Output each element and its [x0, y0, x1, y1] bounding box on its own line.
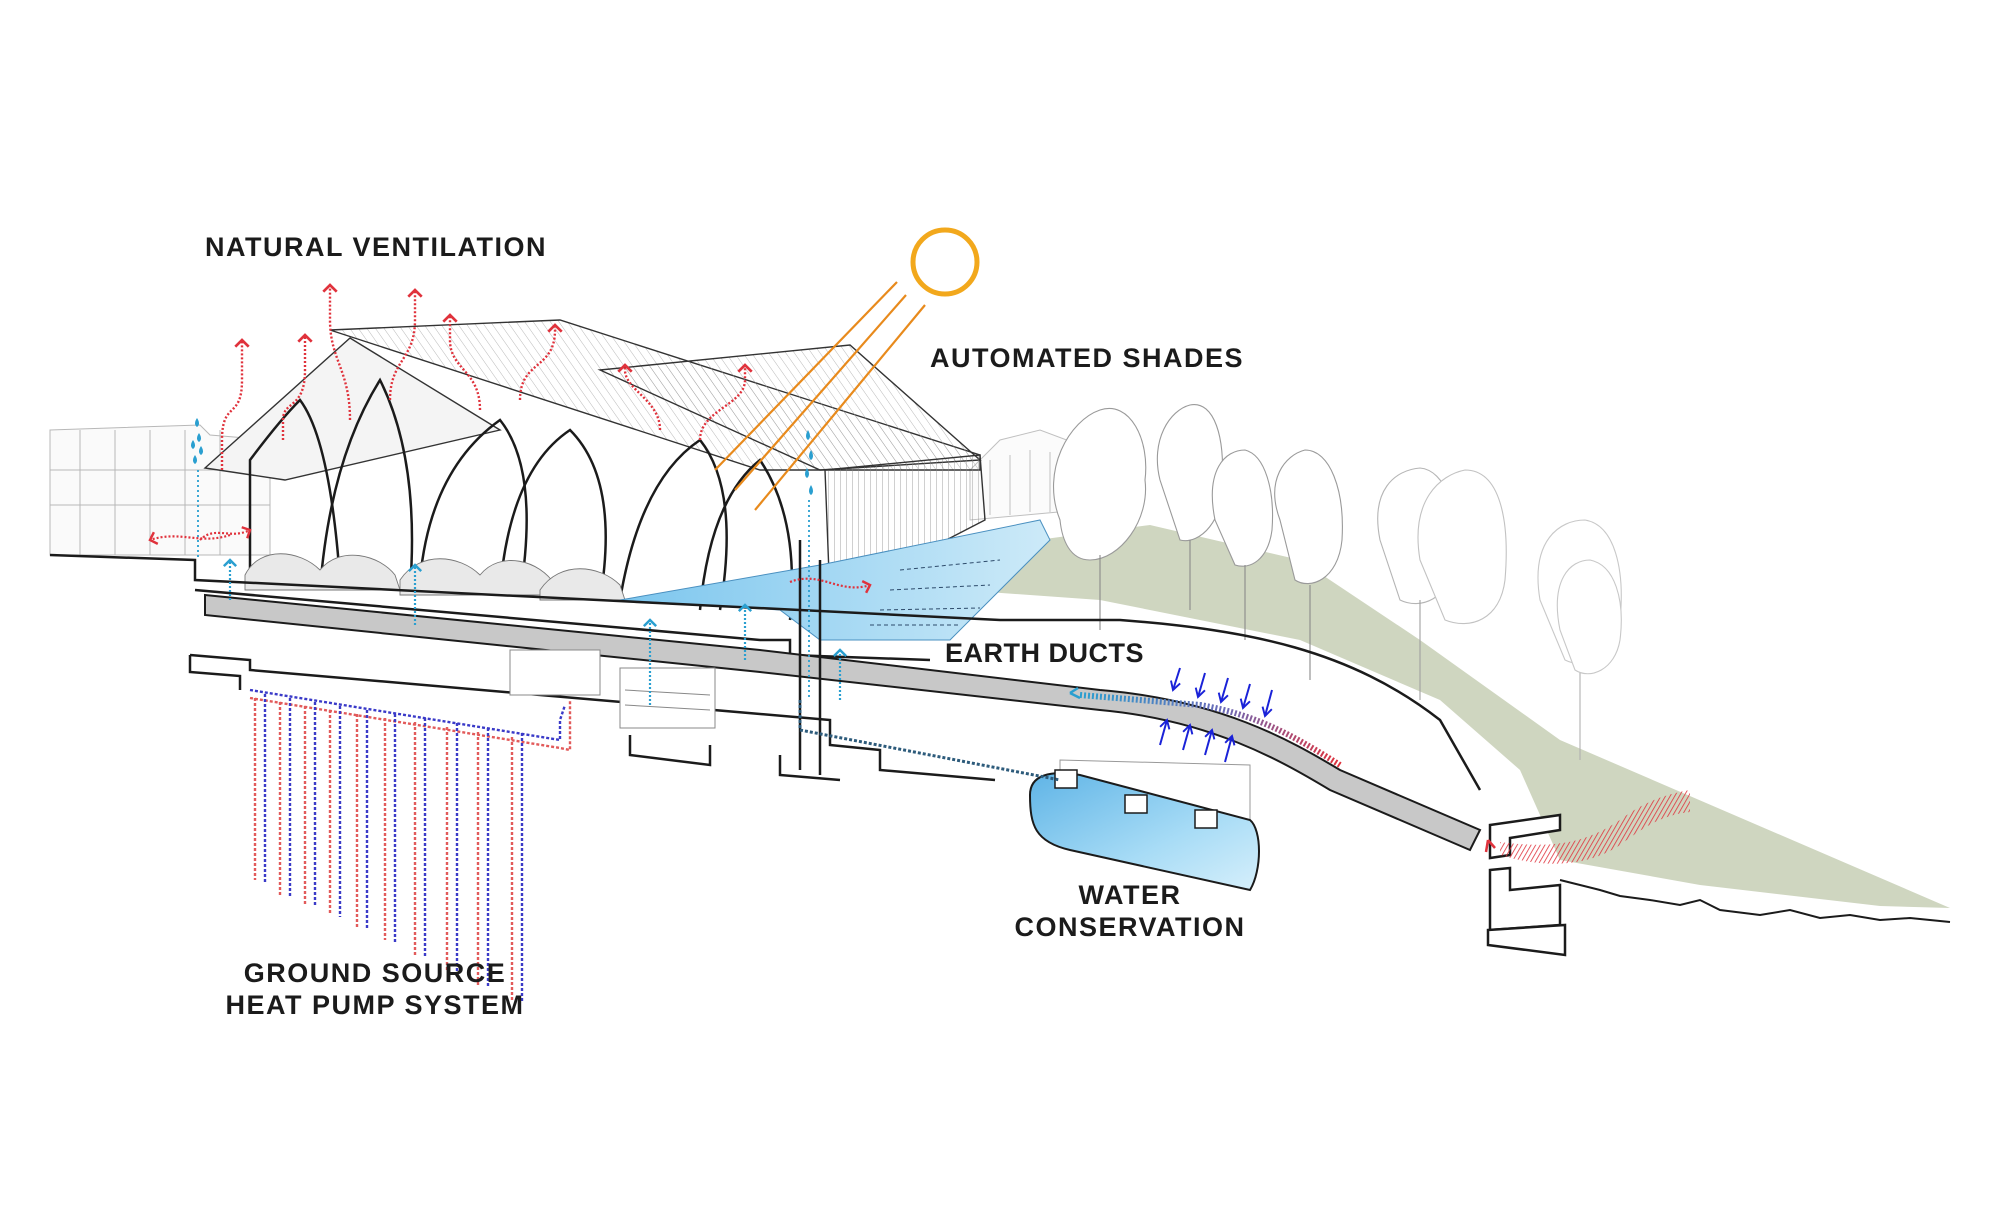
warm-air-arrow-icon [442, 313, 482, 411]
cool-air-arrow-icon [1069, 686, 1081, 700]
sun-ray-icon [734, 294, 907, 491]
sun-ray-icon [754, 304, 926, 511]
warm-air-arrow-icon [698, 363, 753, 441]
mechanical-equipment [509, 649, 716, 729]
greenhouse-roof [203, 319, 982, 481]
ground-source-heat-pump-loops [249, 688, 572, 1002]
rain-drop-icon [191, 440, 195, 449]
warm-air-arrow-icon [617, 363, 662, 431]
warm-air-arrow-icon [322, 283, 352, 421]
sun-icon [910, 227, 980, 297]
earth-cooling-arrows [1159, 667, 1273, 763]
rain-drop-icon [197, 433, 201, 442]
rain-drop-icon [199, 446, 203, 455]
label-ground-source-line2: HEAT PUMP SYSTEM [225, 989, 525, 1020]
earth-cooling-arrow-icon [1182, 723, 1194, 751]
earth-cooling-arrow-icon [1261, 689, 1273, 718]
warm-air-arrow-icon [148, 531, 231, 546]
warm-air-stacks [220, 283, 753, 470]
label-ground-source-line1: GROUND SOURCE [243, 958, 507, 988]
intake-air-stream [1500, 790, 1690, 864]
earth-cooling-arrow-icon [1217, 677, 1229, 704]
label-water-conservation: WATER CONSERVATION [1010, 880, 1250, 944]
warm-air-arrow-icon [789, 577, 872, 594]
warm-air-arrow-icon [518, 323, 563, 401]
rain-drop-icon [195, 418, 199, 427]
rainwater-cistern [1028, 759, 1260, 892]
warm-air-arrow-icon [199, 526, 252, 541]
label-water-conservation-line2: CONSERVATION [1014, 911, 1246, 942]
rain-drops [191, 418, 813, 495]
grass-slope [960, 525, 1950, 908]
sun-ray-icon [714, 281, 898, 471]
label-automated-shades: AUTOMATED SHADES [930, 343, 1245, 373]
cistern-supply-pipe [798, 700, 1061, 782]
soil-edge [1559, 879, 1951, 923]
label-natural-ventilation: NATURAL VENTILATION [205, 232, 547, 262]
label-earth-ducts: EARTH DUCTS [945, 638, 1144, 668]
reflecting-pool [619, 519, 1051, 641]
earth-cooling-arrow-icon [1159, 718, 1171, 746]
earth-cooling-arrow-icon [1170, 667, 1181, 692]
greenhouse-arches [248, 377, 794, 621]
low-level-warm-air [148, 526, 872, 594]
rain-drop-icon [193, 455, 197, 464]
trees [1053, 404, 1622, 760]
earth-cooling-arrow-icon [1239, 683, 1251, 710]
earth-cooling-arrow-icon [1194, 672, 1206, 699]
rain-drop-icon [809, 450, 813, 460]
earth-cooling-arrow-icon [1224, 734, 1236, 763]
rain-drop-icon [809, 485, 813, 495]
earth-duct-airflow [1079, 692, 1342, 768]
warm-air-arrow-icon [388, 288, 423, 401]
label-water-conservation-line1: WATER [1078, 880, 1182, 910]
cool-air-risers [222, 558, 848, 705]
rain-drop-icon [806, 430, 810, 440]
pool-ripples [870, 559, 1001, 626]
rain-drop-icon [805, 468, 809, 478]
basement-level [188, 540, 996, 782]
rainwater-downpipes [197, 470, 810, 700]
warm-air-arrow-icon [1484, 839, 1496, 853]
warm-air-arrow-icon [281, 333, 313, 440]
sun-rays [714, 281, 926, 511]
earth-cooling-arrow-icon [1204, 728, 1216, 756]
label-ground-source-heat-pump: GROUND SOURCE HEAT PUMP SYSTEM [225, 958, 525, 1022]
greenhouse-vegetation [244, 553, 626, 601]
